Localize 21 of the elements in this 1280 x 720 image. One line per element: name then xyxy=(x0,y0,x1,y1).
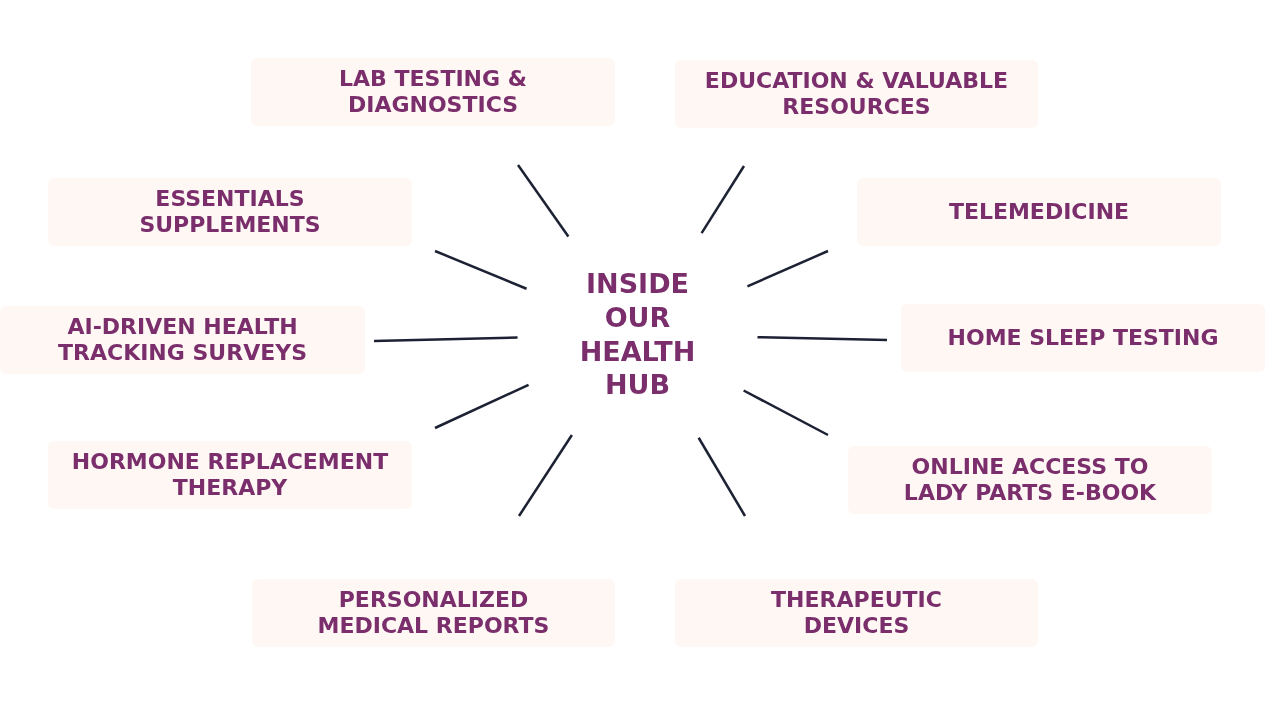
service-label: ONLINE ACCESS TO LADY PARTS E-BOOK xyxy=(902,453,1158,507)
connector-line xyxy=(516,164,570,238)
service-label: ESSENTIALS SUPPLEMENTS xyxy=(138,185,322,239)
service-label: TELEMEDICINE xyxy=(948,198,1130,226)
service-label: AI-DRIVEN HEALTH TRACKING SURVEYS xyxy=(57,313,308,367)
service-label: THERAPEUTIC DEVICES xyxy=(770,586,943,640)
service-label: PERSONALIZED MEDICAL REPORTS xyxy=(316,586,551,640)
service-label: HORMONE REPLACEMENT THERAPY xyxy=(70,448,390,502)
connector-line xyxy=(373,336,518,343)
connector-line xyxy=(434,383,530,430)
connector-line xyxy=(517,434,573,517)
service-label: HOME SLEEP TESTING xyxy=(947,324,1219,352)
connector-line xyxy=(746,249,829,288)
connector-line xyxy=(697,437,747,517)
service-label: LAB TESTING & DIAGNOSTICS xyxy=(338,65,528,119)
connector-line xyxy=(757,335,888,342)
connector-line xyxy=(700,165,746,234)
connector-line xyxy=(743,389,829,437)
service-label: EDUCATION & VALUABLE RESOURCES xyxy=(703,67,1010,121)
connector-line xyxy=(434,249,528,290)
hub-title: INSIDE OUR HEALTH HUB xyxy=(578,267,697,402)
